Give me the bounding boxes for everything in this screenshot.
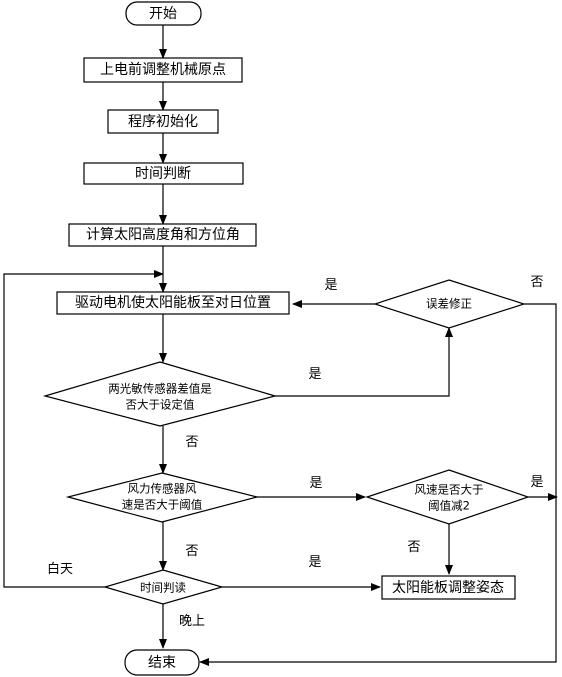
- error-correct-decision: 误差修正: [373, 279, 526, 329]
- label-no-wind: 否: [185, 544, 198, 559]
- label-day: 白天: [47, 561, 73, 577]
- wind-speed-decision: 风速是否大于 阈值减2: [365, 469, 530, 525]
- time-judge-node: 时间判断: [83, 162, 244, 185]
- start-node: 开始: [125, 1, 202, 26]
- arrow-correct-no-end: [199, 303, 557, 666]
- compute-node: 计算太阳高度角和方位角: [68, 223, 257, 247]
- time-judge-label: 时间判断: [135, 166, 191, 182]
- wind-sensor-label-line1: 风力传感器风: [128, 482, 197, 496]
- label-yes-time: 是: [308, 555, 321, 570]
- label-night: 晚上: [179, 614, 205, 629]
- label-yes-sensor: 是: [308, 367, 321, 382]
- sensor-diff-label-line1: 两光敏传感器差值是: [108, 382, 212, 396]
- drive-node: 驱动电机使太阳能板至对日位置: [56, 291, 290, 315]
- sensor-diff-label-line2: 否大于设定值: [126, 398, 195, 412]
- init-label: 程序初始化: [128, 113, 198, 130]
- error-correct-label: 误差修正: [426, 297, 472, 311]
- connectors: [3, 25, 558, 666]
- label-yes-wind: 是: [309, 476, 322, 491]
- arrow-time-day-loop: [3, 270, 164, 588]
- drive-label: 驱动电机使太阳能板至对日位置: [75, 294, 271, 311]
- wind-sensor-decision: 风力传感器风 速是否大于阈值: [65, 472, 258, 523]
- init-node: 程序初始化: [107, 109, 219, 134]
- end-node: 结束: [124, 649, 200, 676]
- arrow-sensor-yes-correct: [275, 327, 453, 397]
- adjust-label: 太阳能板调整姿态: [392, 580, 504, 596]
- label-no-wind2: 否: [407, 540, 420, 555]
- reset-node: 上电前调整机械原点: [83, 57, 243, 83]
- reset-label: 上电前调整机械原点: [100, 61, 226, 78]
- time-read-decision: 时间判读: [102, 569, 225, 605]
- adjust-node: 太阳能板调整姿态: [381, 575, 516, 600]
- wind-sensor-label-line2: 速是否大于阈值: [122, 498, 203, 512]
- label-yes-wind2: 是: [530, 475, 543, 490]
- end-label: 结束: [148, 655, 176, 671]
- compute-label: 计算太阳高度角和方位角: [86, 226, 240, 243]
- start-label: 开始: [149, 6, 177, 22]
- wind-speed-label-line2: 阈值减2: [428, 499, 470, 513]
- sensor-diff-decision: 两光敏传感器差值是 否大于设定值: [42, 361, 278, 427]
- wind-speed-label-line1: 风速是否大于: [415, 483, 484, 497]
- label-no-sensor: 否: [185, 435, 198, 450]
- time-read-label: 时间判读: [140, 581, 186, 595]
- edge-labels: 是 否 是 否 是 是 否 否 是 白天 晚上: [47, 275, 544, 629]
- label-no-correct: 否: [530, 275, 543, 290]
- label-yes-correct: 是: [324, 278, 337, 293]
